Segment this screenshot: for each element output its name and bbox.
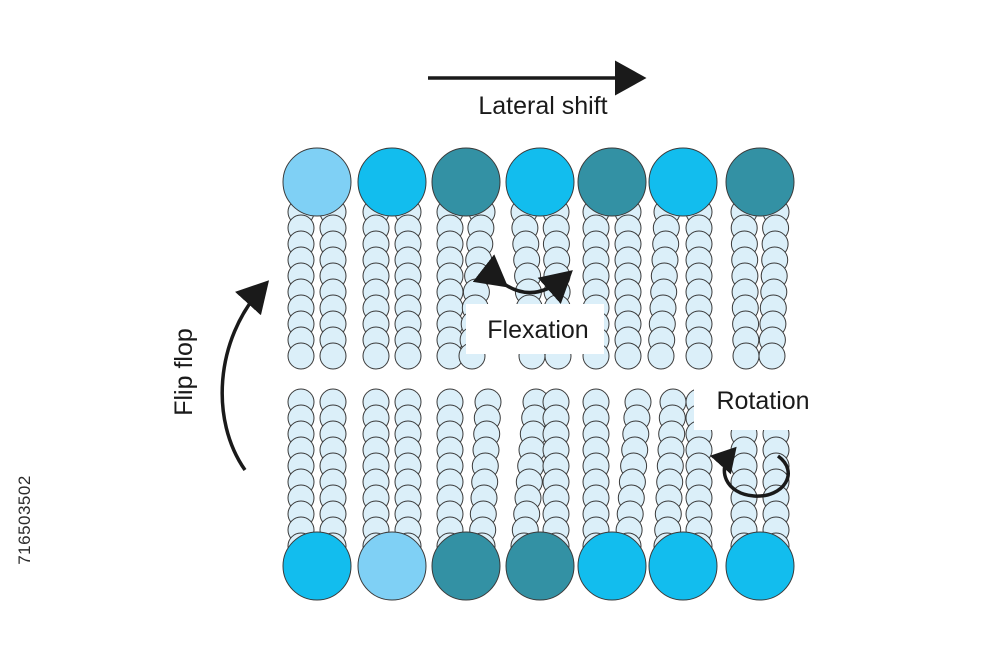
bottom-phospholipid-head [357,531,427,601]
top-lipid-tail [685,198,713,370]
top-lipid-tail [614,198,642,370]
flip-flop-arrow [220,280,270,472]
bottom-phospholipid-head [725,531,795,601]
top-lipid-tail [436,198,464,370]
top-phospholipid-head [648,147,718,217]
bottom-lipid-tail [362,388,390,560]
flip-flop-label: Flip flop [170,328,198,416]
top-lipid-tail [319,198,347,370]
top-phospholipid-head [505,147,575,217]
stock-id: 716503502 [15,475,34,565]
top-lipid-tail [758,198,790,370]
rotation-arrow [709,446,790,498]
top-lipid-tail [647,198,681,370]
flexation-label: Flexation [487,316,588,344]
rotation-label-bg [694,376,828,430]
top-leaflet-heads [282,147,795,217]
lateral-shift-label: Lateral shift [478,92,607,120]
bottom-phospholipid-head [648,531,718,601]
rotation-label: Rotation [716,387,809,415]
bottom-leaflet-heads [282,531,795,601]
top-phospholipid-head [431,147,501,217]
top-phospholipid-head [577,147,647,217]
top-lipid-tail [362,198,390,370]
bottom-lipid-tail [653,388,687,560]
top-lipid-tail [394,198,422,370]
bottom-phospholipid-head [505,531,575,601]
bottom-phospholipid-head [577,531,647,601]
bottom-lipid-tail [394,388,422,560]
flexation-label-bg [466,304,604,354]
bottom-phospholipid-head [431,531,501,601]
top-lipid-tail [287,198,315,370]
top-phospholipid-head [282,147,352,217]
bottom-lipid-tail [510,388,550,560]
bottom-phospholipid-head [282,531,352,601]
top-phospholipid-head [357,147,427,217]
bottom-lipid-tail [287,388,315,560]
top-lipid-tail [582,198,610,370]
flexation-arrow [472,254,573,305]
top-phospholipid-head [725,147,795,217]
top-lipid-tail [730,198,760,370]
